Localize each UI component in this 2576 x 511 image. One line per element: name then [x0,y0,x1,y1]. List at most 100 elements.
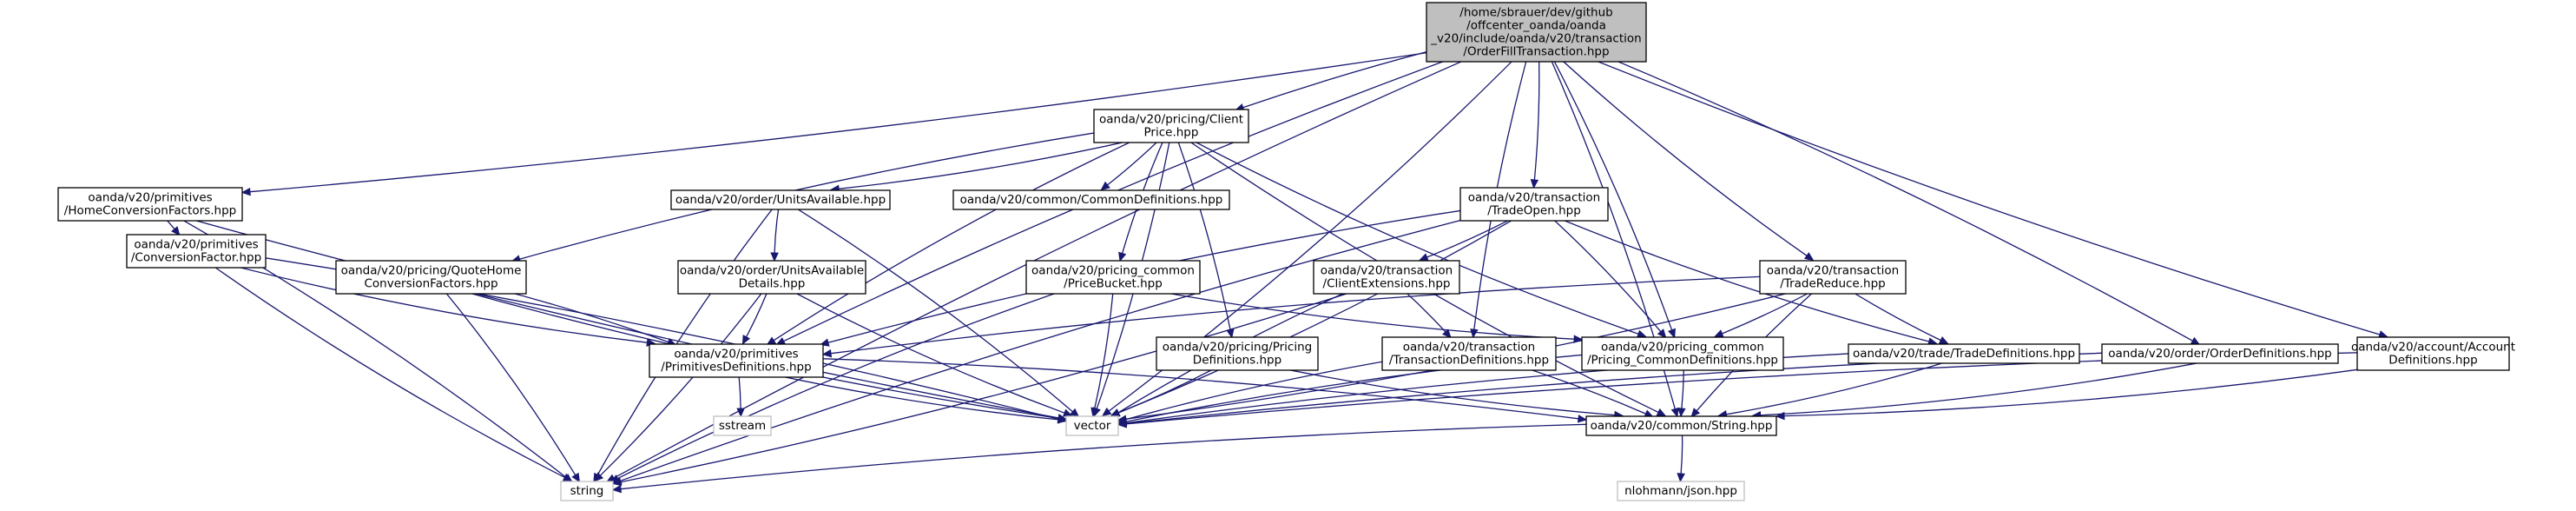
edge-line [168,234,565,478]
node-orderdefs[interactable]: oanda/v20/order/OrderDefinitions.hpp [2101,343,2339,364]
node-label-line: oanda/v20/transaction [1767,264,1899,278]
node-transdefs[interactable]: oanda/v20/transaction/TransactionDefinit… [1381,336,1557,371]
node-label-line: oanda/v20/pricing/Pricing [1163,341,1312,355]
node-quotehome[interactable]: oanda/v20/pricing/QuoteHomeConversionFac… [335,260,527,295]
node-primdefs[interactable]: oanda/v20/primitives/PrimitivesDefinitio… [649,343,824,378]
node-label-line: ConversionFactors.hpp [364,277,497,291]
edge-arrowhead [2190,336,2201,346]
node-unitsdetails[interactable]: oanda/v20/order/UnitsAvailableDetails.hp… [677,260,866,295]
edge-arrowhead [1657,328,1667,339]
edge-arrowhead [821,348,833,358]
node-label-line: oanda/v20/order/UnitsAvailable [680,264,864,278]
node-label-line: oanda/v20/order/UnitsAvailable.hpp [675,193,886,207]
edge-clientprice-to-pricingdefs [1165,109,1235,339]
edge-arrowhead [571,472,581,483]
node-label-line: /TradeOpen.hpp [1487,204,1581,218]
edge-arrowhead [1118,251,1127,262]
node-box [1093,109,1249,143]
edge-arrowhead [240,187,251,196]
edge-arrowhead [1530,179,1539,189]
node-label-line: /Pricing_CommonDefinitions.hpp [1587,354,1778,368]
node-label-line: /ClientExtensions.hpp [1323,277,1451,291]
node-tradeopen[interactable]: oanda/v20/transaction/TradeOpen.hpp [1459,187,1609,222]
node-label-line: Definitions.hpp [2388,354,2477,368]
edge-line [124,187,567,478]
edge-line [1117,187,1568,414]
node-box [1585,415,1777,436]
node-box [57,187,243,222]
node-sstream: sstream [713,415,772,436]
edge-convfactor-to-vector [126,236,1068,423]
node-convfactor[interactable]: oanda/v20/primitives/ConversionFactor.hp… [126,234,267,269]
edge-arrowhead [1656,408,1667,416]
node-label-line: Details.hpp [739,277,806,291]
node-tradedefs[interactable]: oanda/v20/trade/TradeDefinitions.hpp [1848,343,2080,364]
node-pricebucket[interactable]: oanda/v20/pricing_common/PriceBucket.hpp [1025,260,1201,295]
edge-arrowhead [1803,252,1815,262]
node-label-line: /TradeReduce.hpp [1780,277,1885,291]
node-clientext[interactable]: oanda/v20/transaction/ClientExtensions.h… [1313,260,1460,295]
edge-clientext-to-string [611,260,1449,487]
node-label-line: /HomeConversionFactors.hpp [64,204,236,218]
node-unitsavail[interactable]: oanda/v20/order/UnitsAvailable.hpp [670,189,891,210]
edge-line [613,2,1598,479]
node-box [713,415,772,436]
node-label-line: vector [1074,419,1111,433]
node-label-line: nlohmann/json.hpp [1624,484,1737,498]
node-label-line: oanda/v20/transaction [1321,264,1453,278]
node-box [1381,336,1557,371]
node-label-line: oanda/v20/primitives [134,238,258,252]
edge-arrowhead [1090,407,1099,418]
edge-arrowhead [770,252,779,262]
edge-homeconv-to-vector [80,187,1068,422]
node-label-line: oanda/v20/transaction [1468,191,1600,205]
edge-arrowhead [1470,328,1479,339]
node-box [1459,187,1609,222]
node-box [670,189,891,210]
node-label-line: Price.hpp [1144,126,1199,140]
edge-line [1133,109,1639,335]
edge-arrowhead [562,473,573,481]
node-label-line: oanda/v20/pricing/Client [1099,113,1243,127]
node-commonstring[interactable]: oanda/v20/common/String.hpp [1585,415,1777,436]
node-label-line: /PriceBucket.hpp [1064,277,1163,291]
node-box [1065,415,1119,436]
node-box [2101,343,2339,364]
edge-line [80,187,1059,419]
node-box [1025,260,1201,295]
node-label-line: /home/sbrauer/dev/github [1459,6,1612,20]
edge-arrowhead [1057,415,1068,424]
edge-arrowhead [1775,411,1785,421]
node-commondefs[interactable]: oanda/v20/common/CommonDefinitions.hpp [952,189,1230,210]
node-label-line: Definitions.hpp [1193,354,1281,368]
node-root[interactable]: /home/sbrauer/dev/github/offcenter_oanda… [1426,2,1647,63]
node-label-line: string [570,484,604,498]
edge-line [830,270,1907,355]
node-label-line: oanda/v20/trade/TradeDefinitions.hpp [1853,347,2075,361]
node-homeconv[interactable]: oanda/v20/primitives/HomeConversionFacto… [57,187,243,222]
nodes-layer: /home/sbrauer/dev/github/offcenter_oanda… [57,2,2515,501]
node-label-line: oanda/v20/common/String.hpp [1591,419,1773,433]
edge-arrowhead [1677,408,1686,418]
edge-tradeopen-to-string [611,187,1589,485]
node-box [1848,343,2080,364]
edge-arrowhead [1117,420,1127,428]
edge-arrowhead [594,472,604,482]
node-tradereduce[interactable]: oanda/v20/transaction/TradeReduce.hpp [1759,260,1907,295]
node-pricingcommon[interactable]: oanda/v20/pricing_common/Pricing_CommonD… [1581,336,1784,371]
node-box [1581,336,1784,371]
node-box [1617,481,1745,501]
node-label-line: oanda/v20/account/Account [2351,341,2515,355]
edge-root-to-string [605,2,1598,482]
edge-arrowhead [611,477,623,487]
node-box [1313,260,1460,295]
edge-homeconv-to-string [124,187,573,483]
node-label-line: /OrderFillTransaction.hpp [1463,45,1609,59]
node-json: nlohmann/json.hpp [1617,481,1745,501]
edge-arrowhead [611,484,622,494]
edge-arrowhead [1713,329,1724,338]
